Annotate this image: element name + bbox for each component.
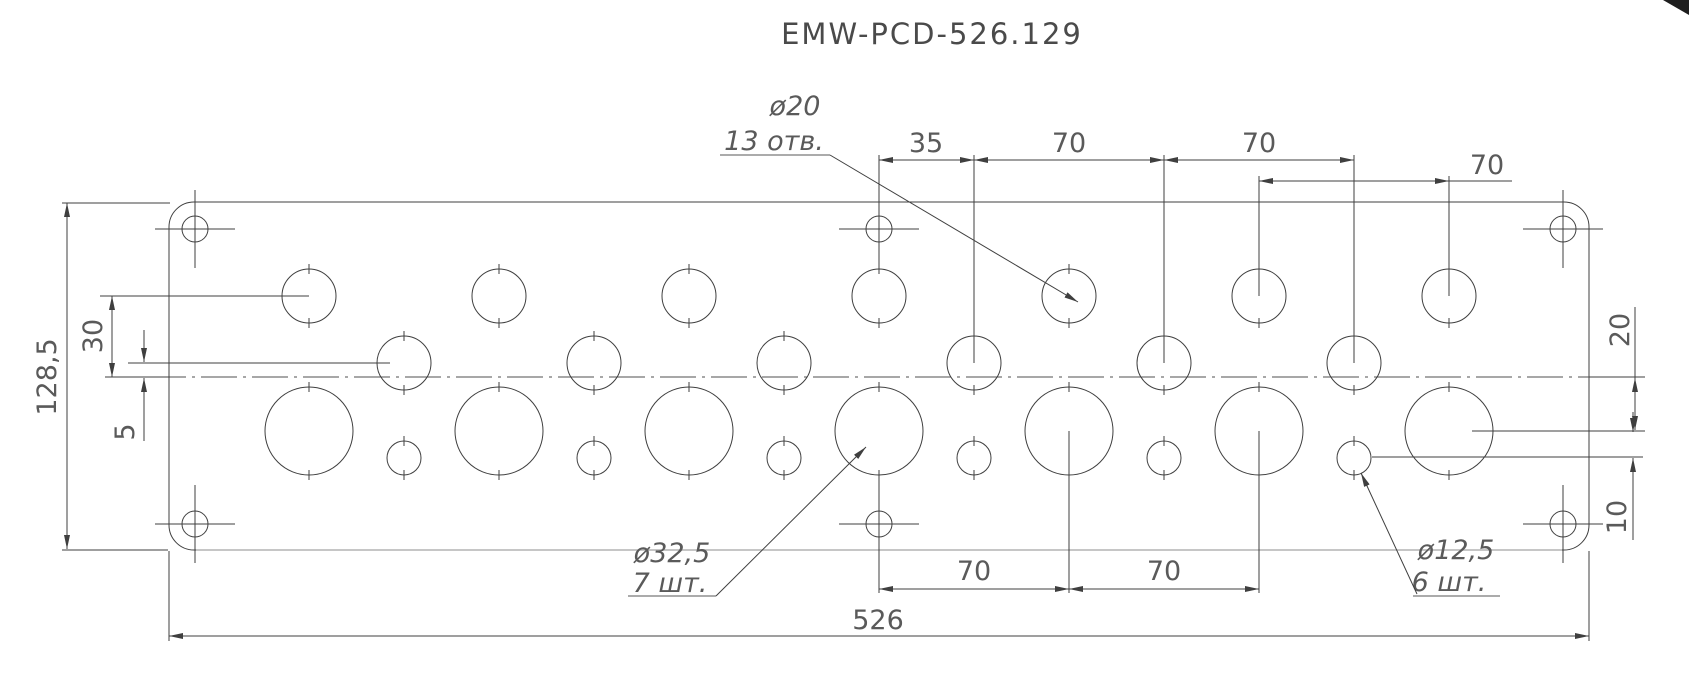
hole-d12 [1336, 440, 1372, 476]
bottom-dimensions: 70 70 526 [168, 431, 1590, 641]
hole-d20-top [1041, 268, 1097, 324]
hole-d32 [644, 386, 734, 476]
callout-d12-leader [1360, 472, 1418, 595]
callout-d12-dia: ø12,5 [1417, 535, 1495, 566]
drawing-title: EMW-PCD-526.129 [781, 17, 1083, 51]
hole-d20-mid [756, 335, 812, 391]
dim-small-row-offset: 10 [1602, 500, 1633, 534]
holes-layer [264, 264, 1494, 480]
callout-d12: ø12,5 6 шт. [1360, 472, 1500, 598]
hole-d20-top [661, 268, 717, 324]
top-dimensions: 35 70 70 70 [878, 128, 1512, 363]
callout-d20-qty: 13 отв. [724, 126, 824, 157]
dim-top-70a: 70 [1052, 128, 1086, 159]
hole-d20-top [471, 268, 527, 324]
hole-d12 [1146, 440, 1182, 476]
callout-d12-qty: 6 шт. [1412, 567, 1487, 598]
hole-d12 [386, 440, 422, 476]
callout-d32-leader [715, 446, 867, 597]
callout-d32: ø32,5 7 шт. [628, 446, 867, 599]
left-dimensions: 128,5 30 5 [32, 202, 390, 551]
callout-d20-leader [829, 154, 1079, 303]
hole-d20-mid [566, 335, 622, 391]
dim-top-70b: 70 [1242, 128, 1276, 159]
right-dimensions: 20 10 [1372, 307, 1645, 540]
hole-d32 [834, 386, 924, 476]
dim-bottom-70b: 70 [1147, 556, 1181, 587]
dim-mid-row-offset: 5 [110, 423, 141, 440]
callout-d32-qty: 7 шт. [633, 568, 708, 599]
hole-d12 [576, 440, 612, 476]
hole-d12 [956, 440, 992, 476]
callout-d20: ø20 13 отв. [720, 91, 1079, 303]
hole-d12 [766, 440, 802, 476]
dim-top-row-offset: 30 [78, 319, 109, 353]
callout-d32-dia: ø32,5 [633, 538, 711, 569]
dim-top-right-70: 70 [1470, 150, 1504, 181]
dim-overall-width: 526 [852, 605, 904, 636]
dim-big-row-offset: 20 [1605, 313, 1636, 347]
hole-d32 [454, 386, 544, 476]
dim-top-35: 35 [909, 128, 943, 159]
dim-overall-height: 128,5 [32, 338, 63, 415]
hole-d20-top [851, 268, 907, 324]
sheet-corner-mark [1663, 0, 1689, 15]
dim-bottom-70a: 70 [957, 556, 991, 587]
callout-d20-dia: ø20 [769, 91, 821, 122]
hole-d32 [264, 386, 354, 476]
